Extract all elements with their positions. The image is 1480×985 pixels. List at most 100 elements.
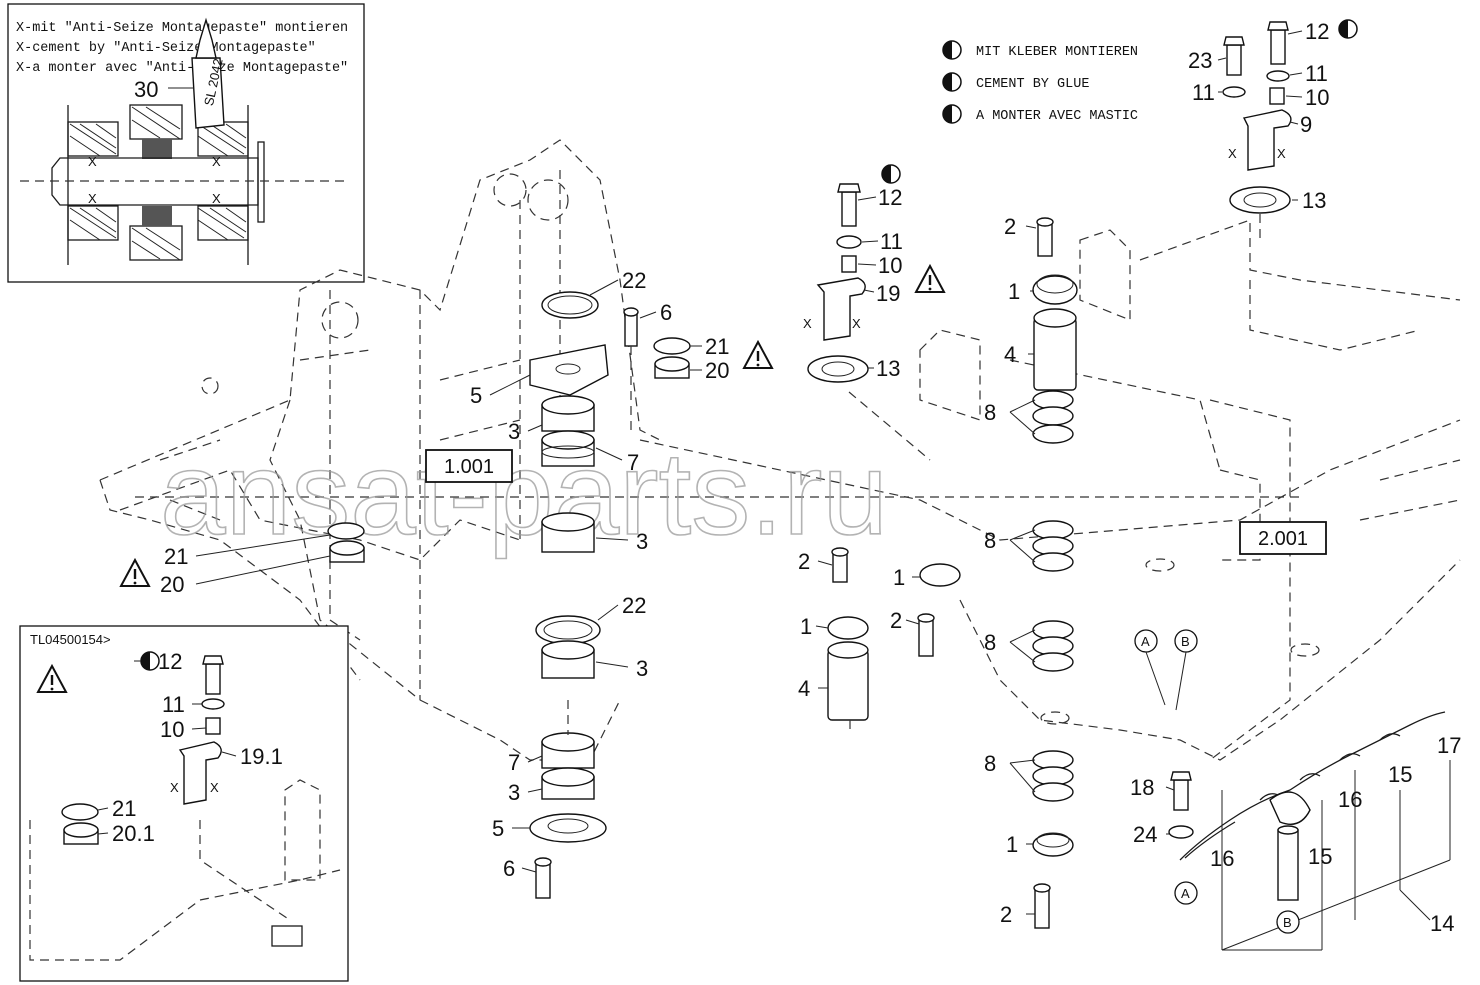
part-label: 10 [160, 717, 184, 742]
part-label: 13 [1302, 188, 1326, 213]
part-label: 1 [800, 614, 812, 639]
instruction-line-en: X-cement by "Anti-Seize Montagepaste" [16, 41, 316, 56]
anti-seize-mark: X [88, 154, 97, 169]
part-label: 1 [1008, 279, 1020, 304]
part-label: 20 [160, 572, 184, 597]
part-label: 20 [705, 358, 729, 383]
part-label: 17 [1437, 733, 1461, 758]
part-label: 23 [1188, 48, 1212, 73]
part-label: 24 [1133, 822, 1157, 847]
part-label: 21 [705, 334, 729, 359]
part-label: 21 [164, 544, 188, 569]
instruction-line-de: X-mit "Anti-Seize Montagepaste" montiere… [16, 21, 348, 36]
part-label: 4 [1004, 342, 1016, 367]
warning-icon [742, 339, 774, 369]
part-label: 1 [1006, 832, 1018, 857]
reference-label: 2.001 [1258, 528, 1308, 550]
part-label: 19.1 [240, 744, 283, 769]
half-circle-glue-icon [942, 40, 962, 124]
warning-icon [119, 557, 151, 587]
lower-pivot-bearing-stack [327, 291, 691, 899]
right-pivot-bearing-stack [1032, 217, 1078, 929]
warning-icon [914, 263, 946, 293]
part-label: 6 [660, 300, 672, 325]
part-label: 9 [1300, 112, 1312, 137]
part-label: 10 [1305, 85, 1329, 110]
callout-a-chain: A [1174, 881, 1198, 905]
part-label: 22 [622, 268, 646, 293]
anti-seize-mark: X [88, 191, 97, 206]
part-label: 11 [162, 692, 185, 717]
part-label: 7 [627, 450, 639, 475]
callout-b-frame: B [1174, 629, 1198, 711]
glue-legend-en: CEMENT BY GLUE [976, 77, 1089, 92]
callout-letter-a: A [1181, 886, 1190, 901]
anti-seize-mark: X [212, 154, 221, 169]
part-label: 21 [112, 796, 136, 821]
center-pin-parts: X X [803, 164, 961, 735]
watermark: ansat-parts.ru [160, 428, 888, 560]
anti-seize-mark: X [1277, 146, 1286, 161]
part-label: 12 [1305, 19, 1329, 44]
part-label: 22 [622, 593, 646, 618]
part-label: 1 [893, 565, 905, 590]
part-label: 13 [876, 356, 900, 381]
part-label: 3 [636, 656, 648, 681]
part-number-labels: 22 6 21 20 5 3 7 3 22 3 7 3 5 6 21 20 12… [112, 19, 1461, 936]
part-label: 12 [878, 185, 902, 210]
part-label: 8 [984, 400, 996, 425]
part-label: 12 [158, 649, 182, 674]
anti-seize-mark: X [803, 316, 812, 331]
left-frame-outline [99, 139, 661, 761]
part-label: 3 [508, 419, 520, 444]
callout-letter-b: B [1283, 915, 1292, 930]
reference-box-2001[interactable]: 2.001 [1239, 521, 1327, 555]
inset-variant-box: TL04500154> X X [19, 625, 349, 982]
chain-pin-assembly [1165, 711, 1451, 951]
part-label: 11 [880, 229, 903, 254]
part-label: 4 [798, 676, 810, 701]
top-right-pin-parts: X X [1217, 19, 1358, 240]
warning-icon [36, 663, 68, 693]
part-label: 2 [1004, 214, 1016, 239]
anti-seize-mark: X [852, 316, 861, 331]
leader-lines-center [815, 196, 920, 689]
anti-seize-mark: X [170, 780, 179, 795]
part-label: 8 [984, 528, 996, 553]
part-label: 2 [798, 549, 810, 574]
part-label: 3 [636, 529, 648, 554]
leader-lines-right [1009, 225, 1037, 915]
leader-lines-left [195, 279, 702, 873]
part-label: 5 [492, 816, 504, 841]
instruction-line-fr: X-a monter avec "Anti-Seize Montagepaste… [16, 61, 348, 76]
part-label: 14 [1430, 911, 1454, 936]
reference-box-1001[interactable]: 1.001 [425, 449, 513, 483]
part-label: 5 [470, 383, 482, 408]
part-label: 15 [1388, 762, 1412, 787]
inset-title: TL04500154> [30, 632, 111, 647]
part-label: 15 [1308, 844, 1332, 869]
glue-legend-fr: A MONTER AVEC MASTIC [976, 109, 1138, 124]
part-label-30: 30 [134, 77, 158, 102]
part-label: 18 [1130, 775, 1154, 800]
anti-seize-mark: X [212, 191, 221, 206]
part-label: 8 [984, 630, 996, 655]
part-label: 19 [876, 281, 900, 306]
callout-a-frame: A [1134, 629, 1166, 706]
reference-label: 1.001 [444, 456, 494, 478]
part-label: 11 [1305, 61, 1328, 86]
part-label: 16 [1210, 846, 1234, 871]
part-label: 6 [503, 856, 515, 881]
part-label: 7 [508, 750, 520, 775]
callout-letter-a: A [1141, 634, 1150, 649]
part-label: 8 [984, 751, 996, 776]
anti-seize-instruction-box: X-mit "Anti-Seize Montagepaste" montiere… [7, 3, 365, 283]
part-label: 20.1 [112, 821, 155, 846]
callout-b-chain: B [1276, 910, 1300, 934]
glue-legend: SL 2042 30 MIT KLEBER MONTIEREN CEMENT B… [134, 17, 1138, 129]
callout-letter-b: B [1181, 634, 1190, 649]
part-label: 11 [1192, 80, 1215, 105]
anti-seize-mark: X [210, 780, 219, 795]
part-label: 10 [878, 253, 902, 278]
